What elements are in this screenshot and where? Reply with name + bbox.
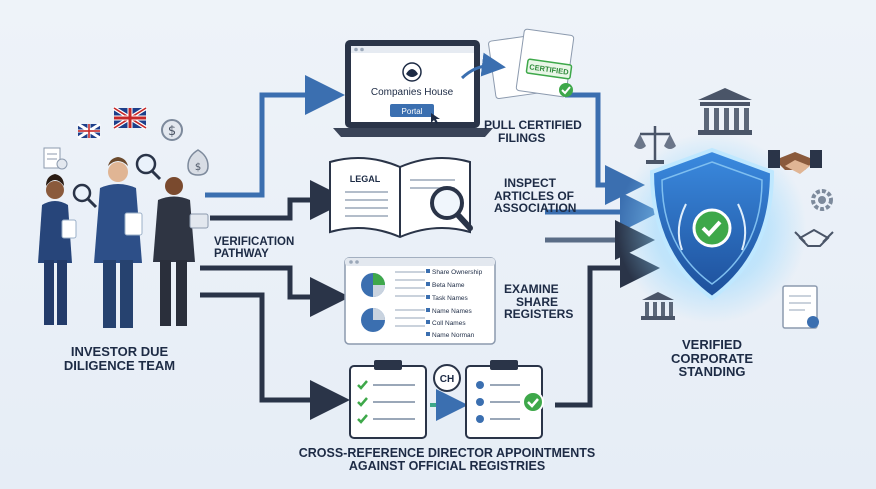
pathway-label-line: PATHWAY (214, 248, 269, 261)
register-row: Beta Name (432, 282, 465, 289)
cross-reference-line: CROSS-REFERENCE DIRECTOR APPOINTMENTS (298, 446, 596, 460)
document-icon (43, 147, 68, 170)
pathway-label: VERIFICATION PATHWAY (214, 236, 324, 260)
uk-flag-icon (112, 106, 148, 130)
register-rows: Share Ownership Beta Name Task Names Nam… (432, 269, 483, 339)
svg-text:$: $ (195, 162, 201, 173)
ch-badge-label: CH (440, 374, 454, 385)
certified-document-icon: CERTIFIED (460, 28, 575, 100)
legal-book-icon: LEGAL (329, 157, 473, 239)
outcome-label-line: STANDING (678, 364, 746, 380)
inspect-articles-line: INSPECT (504, 176, 557, 190)
pie-chart-icon (361, 273, 385, 332)
due-diligence-team-illustration: $ $ (38, 106, 209, 328)
scales-of-justice-icon (634, 126, 676, 164)
bank-building-icon (641, 292, 675, 320)
arrow-directors-to-shield (555, 248, 660, 408)
svg-text:$: $ (168, 124, 176, 139)
register-row: Share Ownership (432, 269, 483, 276)
government-building-icon (698, 88, 752, 135)
arrow-to-portal (205, 75, 345, 198)
money-bag-icon: $ (187, 149, 209, 176)
person-2 (94, 157, 143, 328)
pull-filings-label: PULL CERTIFIED FILINGS (484, 119, 604, 144)
director-clipboard-icon (465, 360, 544, 439)
inspect-articles-label: INSPECT ARTICLES OF ASSOCIATION (494, 177, 594, 215)
cross-reference-label: CROSS-REFERENCE DIRECTOR APPOINTMENTS AG… (282, 446, 612, 474)
share-register-panel: Share Ownership Beta Name Task Names Nam… (344, 257, 496, 345)
companies-house-laptop: Companies House Portal (333, 40, 493, 137)
team-label-line: INVESTOR DUE (70, 344, 169, 359)
team-label-line: DILIGENCE TEAM (63, 357, 176, 373)
book-label: LEGAL (350, 174, 381, 184)
examine-registers-line: SHARE (516, 294, 559, 309)
register-row: Name Norman (432, 332, 475, 339)
uk-flag-small-icon (77, 122, 101, 140)
gear-icon (811, 189, 833, 211)
examine-registers-line: EXAMINE (504, 282, 559, 296)
inspect-articles-line: ASSOCIATION (494, 201, 577, 216)
examine-registers-label: EXAMINE SHARE REGISTERS (504, 283, 594, 321)
examine-registers-line: REGISTERS (504, 307, 574, 322)
portal-button-label: Portal (402, 107, 423, 116)
ch-badge: CH (433, 364, 461, 392)
outcome-label-line: VERIFIED (682, 337, 742, 352)
outcome-label-line: CORPORATE (670, 350, 754, 366)
handshake-icon (768, 150, 822, 174)
pull-filings-line: FILINGS (498, 130, 546, 145)
crest-icon (402, 62, 422, 82)
register-row: Task Names (432, 295, 469, 302)
cross-reference-line: AGAINST OFFICIAL REGISTRIES (348, 459, 546, 474)
inspect-magnifier-icon (430, 186, 473, 231)
certificate-icon (782, 285, 819, 329)
magnifier-icon (72, 153, 162, 209)
cursor-icon (431, 113, 440, 124)
pathway-label-line: VERIFICATION (214, 236, 295, 248)
arrow-to-registers (200, 265, 350, 317)
portal-site-name: Companies House (371, 87, 454, 98)
person-3 (153, 177, 209, 326)
inspect-articles-line: ARTICLES OF (494, 188, 574, 203)
outcome-label: VERIFIED CORPORATE STANDING (656, 338, 768, 379)
pull-filings-line: PULL CERTIFIED (484, 118, 582, 132)
arrow-portal-to-shield (565, 92, 645, 205)
register-row: Coll Names (432, 320, 466, 327)
handshake-outline-icon (794, 228, 834, 247)
arrow-to-articles (210, 180, 350, 221)
register-row: Name Names (432, 308, 472, 315)
verified-shield-icon (617, 133, 807, 323)
team-label: INVESTOR DUE DILIGENCE TEAM (52, 345, 187, 372)
dollar-coin-icon: $ (161, 119, 183, 141)
checklist-clipboard-icon (349, 360, 427, 439)
arrow-to-directors (200, 292, 350, 420)
portal-button[interactable]: Portal (390, 104, 434, 117)
person-1 (38, 174, 77, 325)
